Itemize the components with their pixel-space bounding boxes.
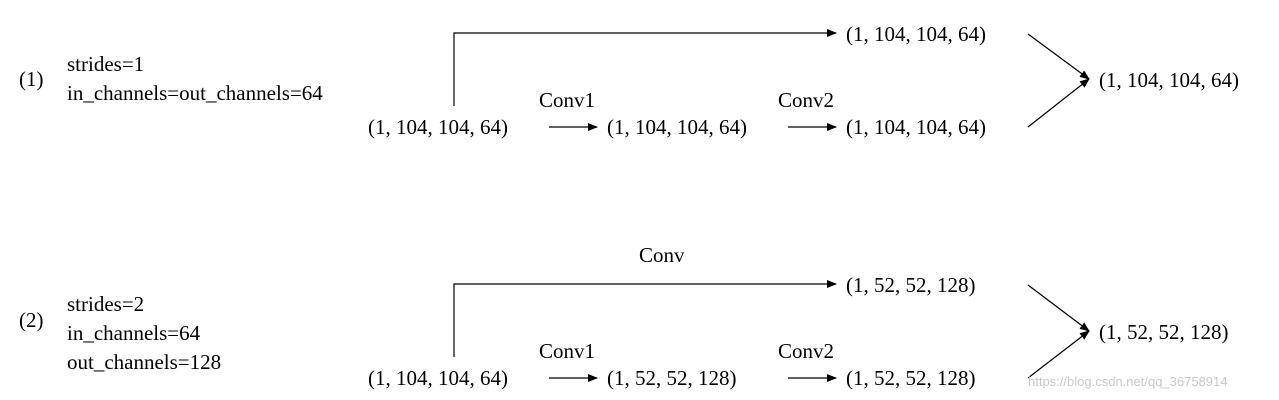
panel2-input-shape: (1, 104, 104, 64): [368, 366, 508, 390]
panel2-param-out-channels: out_channels=128: [67, 350, 222, 374]
panel2-shortcut-output-shape: (1, 52, 52, 128): [846, 273, 976, 297]
panel1-shortcut-arrow: [453, 29, 837, 106]
panel2-param-strides: strides=2: [67, 292, 145, 316]
panel1-merge-arrow-bottom: [1027, 78, 1090, 128]
panel2-label: (2): [19, 308, 44, 332]
panel1-input-shape: (1, 104, 104, 64): [368, 115, 508, 139]
panel2-result-shape: (1, 52, 52, 128): [1099, 320, 1229, 344]
panel1-result-shape: (1, 104, 104, 64): [1099, 68, 1239, 92]
panel2-merge-arrow-bottom: [1027, 330, 1090, 379]
panel1-shortcut-output-shape: (1, 104, 104, 64): [846, 22, 986, 46]
panel2-conv2-output-shape: (1, 52, 52, 128): [846, 366, 976, 390]
panel1-conv2-output-shape: (1, 104, 104, 64): [846, 115, 986, 139]
panel1-param-strides: strides=1: [67, 52, 145, 76]
panel1-param-channels: in_channels=out_channels=64: [67, 81, 323, 105]
panel2-shortcut-arrow: [453, 280, 837, 357]
panel2-shortcut-conv-label: Conv: [639, 243, 685, 267]
panel1-conv2-label: Conv2: [778, 88, 835, 112]
panel1-conv1-output-shape: (1, 104, 104, 64): [607, 115, 747, 139]
panel2-conv2-label: Conv2: [778, 339, 835, 363]
watermark-text: https://blog.csdn.net/qq_36758914: [1028, 374, 1228, 389]
panel1-label: (1): [19, 67, 44, 91]
panel1-conv1-label: Conv1: [539, 88, 596, 112]
panel2-conv1-output-shape: (1, 52, 52, 128): [607, 366, 737, 390]
panel2-merge-arrow-top: [1027, 284, 1090, 332]
panel2-conv1-label: Conv1: [539, 339, 596, 363]
panel2-param-in-channels: in_channels=64: [67, 321, 201, 345]
panel1-merge-arrow-top: [1027, 33, 1090, 80]
